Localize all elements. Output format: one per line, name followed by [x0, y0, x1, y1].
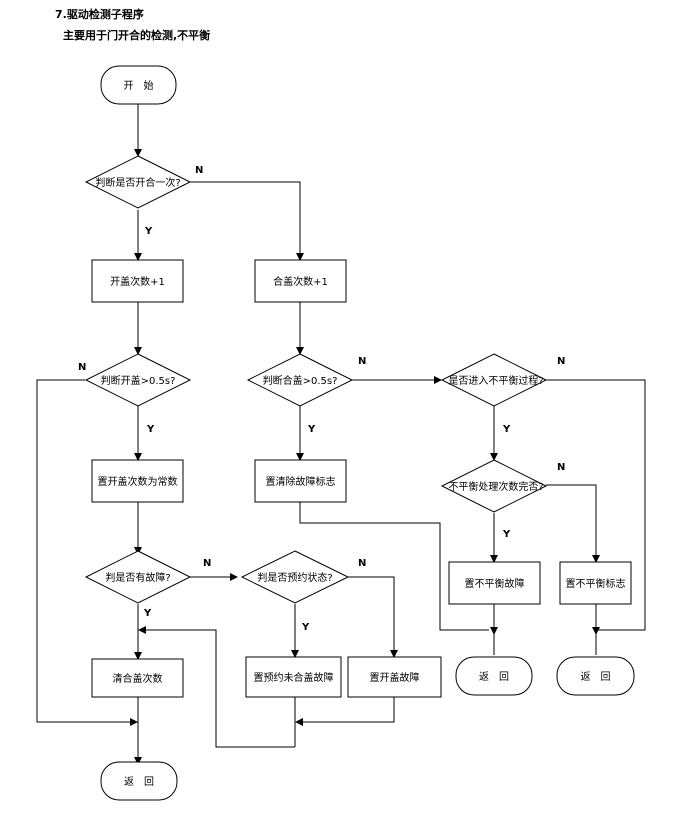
start-terminal: 开 始 — [100, 65, 177, 105]
decision-unbalance-enter: 是否进入不平衡过程? — [440, 353, 548, 407]
process-label: 置开盖故障 — [370, 671, 420, 684]
branch-labels: N Y N Y N Y N Y N Y N Y N Y — [78, 165, 565, 633]
label-yes: Y — [307, 424, 316, 435]
arrowhead-close-count — [296, 253, 304, 261]
label-no: N — [358, 558, 366, 569]
edge-d1-no — [188, 181, 301, 256]
arrowhead-ret1 — [134, 757, 142, 765]
page-title: 7.驱动检测子程序 — [55, 8, 144, 21]
decision-expected-state: 判是否预约状态? — [240, 550, 350, 604]
return-terminal-2: 返 回 — [455, 656, 533, 696]
decision-open-close-once: 判断是否开合一次? — [84, 155, 192, 209]
arrowhead-ret3-in — [592, 627, 600, 635]
decision-has-fault: 判是否有故障? — [84, 550, 192, 604]
label-no: N — [203, 558, 211, 569]
edge-open-fault-merge — [300, 697, 395, 723]
edge-d4-no — [546, 379, 646, 631]
edge-d2-no — [36, 379, 133, 723]
label-no: N — [557, 462, 565, 473]
return-label: 返 回 — [581, 671, 611, 683]
process-label: 置开盖次数为常数 — [98, 475, 178, 488]
process-set-open-const: 置开盖次数为常数 — [91, 459, 184, 503]
decision-label: 判是否有故障? — [105, 571, 170, 584]
edge-clear-fault-to-ret2 — [299, 502, 489, 631]
arrowhead-clear-fault — [296, 453, 304, 461]
decision-close-gt: 判断合盖>0.5s? — [246, 353, 354, 407]
arrowhead-clear-close — [134, 652, 142, 660]
process-unbalance-fault: 置不平衡故障 — [448, 561, 541, 605]
decision-label: 不平衡处理次数完否? — [448, 480, 543, 493]
label-yes: Y — [502, 529, 511, 540]
process-label: 合盖次数+1 — [273, 275, 328, 288]
arrowheads — [130, 149, 600, 765]
arrowhead-expected-fault — [291, 650, 299, 658]
label-yes: Y — [502, 424, 511, 435]
connectors — [36, 104, 646, 760]
arrowhead-d4 — [434, 376, 442, 384]
decision-label: 判断是否开合一次? — [95, 176, 180, 189]
arrowhead-ret2-in — [490, 627, 498, 635]
process-label: 置清除故障标志 — [266, 475, 336, 488]
arrowhead-d1 — [134, 149, 142, 157]
label-yes: Y — [146, 424, 155, 435]
decision-unbalance-done: 不平衡处理次数完否? — [440, 459, 548, 513]
decision-label: 判断开盖>0.5s? — [101, 374, 176, 387]
arrowhead-merge-left — [138, 626, 146, 634]
decision-label: 判断合盖>0.5s? — [263, 374, 338, 387]
arrowhead-d2 — [134, 347, 142, 355]
process-label: 置不平衡标志 — [566, 577, 626, 590]
return-terminal-3: 返 回 — [556, 656, 635, 696]
arrowhead-set-open-const — [134, 453, 142, 461]
arrowhead-d7 — [230, 573, 238, 581]
process-open-fault: 置开盖故障 — [347, 656, 442, 698]
label-no: N — [195, 165, 203, 176]
label-yes: Y — [143, 608, 152, 619]
arrowhead-unbal-flag — [592, 555, 600, 563]
decision-open-gt: 判断开盖>0.5s? — [84, 353, 192, 407]
process-close-count: 合盖次数+1 — [254, 259, 347, 303]
edge-d7-no — [348, 576, 395, 653]
arrowhead-merge-722 — [295, 718, 303, 726]
process-label: 清合盖次数 — [113, 672, 163, 685]
process-expected-fault: 置预约未合盖故障 — [245, 656, 342, 698]
label-no: N — [358, 356, 366, 367]
process-set-clear-fault: 置清除故障标志 — [254, 459, 347, 503]
edge-d5-no — [546, 484, 597, 558]
process-label: 开盖次数+1 — [110, 275, 165, 288]
process-clear-close: 清合盖次数 — [91, 658, 184, 698]
edge-merge-to-clear-close — [143, 629, 295, 748]
arrowhead-d2-no-left — [130, 718, 138, 726]
label-yes: Y — [144, 226, 153, 237]
process-label: 置预约未合盖故障 — [254, 671, 334, 684]
return-label: 返 回 — [124, 776, 154, 788]
arrowhead-d3 — [296, 347, 304, 355]
decision-label: 判是否预约状态? — [257, 571, 332, 584]
decision-label: 是否进入不平衡过程? — [448, 374, 543, 387]
arrowhead-open-count — [134, 253, 142, 261]
arrowhead-d5 — [490, 453, 498, 461]
page-subtitle: 主要用于门开合的检测,不平衡 — [63, 29, 211, 42]
process-label: 置不平衡故障 — [465, 577, 525, 590]
arrowhead-open-fault — [390, 650, 398, 658]
start-label: 开 始 — [124, 79, 154, 92]
label-no: N — [557, 356, 565, 367]
label-no: N — [78, 362, 86, 373]
arrowhead-unbal-fault — [490, 555, 498, 563]
return-label: 返 回 — [479, 671, 509, 683]
process-open-count: 开盖次数+1 — [91, 259, 184, 303]
return-terminal-1: 返 回 — [100, 761, 178, 801]
label-yes: Y — [301, 622, 310, 633]
process-unbalance-flag: 置不平衡标志 — [559, 561, 632, 605]
